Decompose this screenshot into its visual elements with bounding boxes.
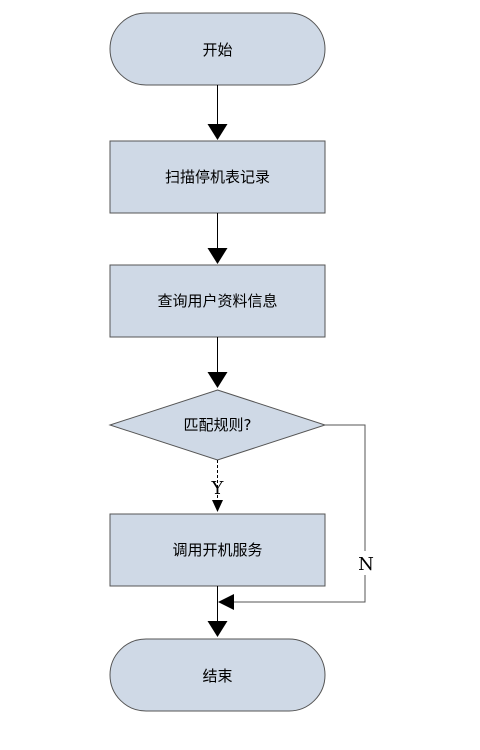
arrowhead <box>207 248 228 264</box>
invoke-label: 调用开机服务 <box>172 541 262 559</box>
arrowhead <box>212 500 223 512</box>
edge-invoke-to-end <box>207 586 228 637</box>
edge-query-to-decision <box>207 337 228 388</box>
node-invoke: 调用开机服务 <box>109 513 326 587</box>
node-end: 结束 <box>109 638 326 712</box>
scan-process-shape <box>109 140 326 214</box>
node-decision: 匹配规则? <box>108 389 327 461</box>
edge-start-to-scan <box>207 85 228 140</box>
invoke-process-shape <box>109 513 326 587</box>
edge-line-no <box>234 424 366 603</box>
edge-scan-to-query <box>207 213 228 264</box>
end-terminator-shape <box>109 638 326 712</box>
node-query: 查询用户资料信息 <box>109 264 326 338</box>
arrowhead <box>218 594 234 610</box>
edge-decision-no: N <box>218 424 377 610</box>
start-label: 开始 <box>202 41 232 59</box>
no-label: N <box>358 554 374 575</box>
no-label-background <box>355 551 377 575</box>
arrowhead <box>207 372 228 388</box>
yes-label: Y <box>211 478 225 499</box>
query-label: 查询用户资料信息 <box>157 292 277 310</box>
scan-label: 扫描停机表记录 <box>165 168 270 186</box>
end-label: 结束 <box>202 667 232 685</box>
node-scan: 扫描停机表记录 <box>109 140 326 214</box>
arrowhead <box>207 621 228 637</box>
decision-label: 匹配规则? <box>184 416 252 434</box>
node-start: 开始 <box>109 12 326 86</box>
arrowhead <box>207 124 228 140</box>
edge-decision-yes: Y <box>211 460 225 512</box>
